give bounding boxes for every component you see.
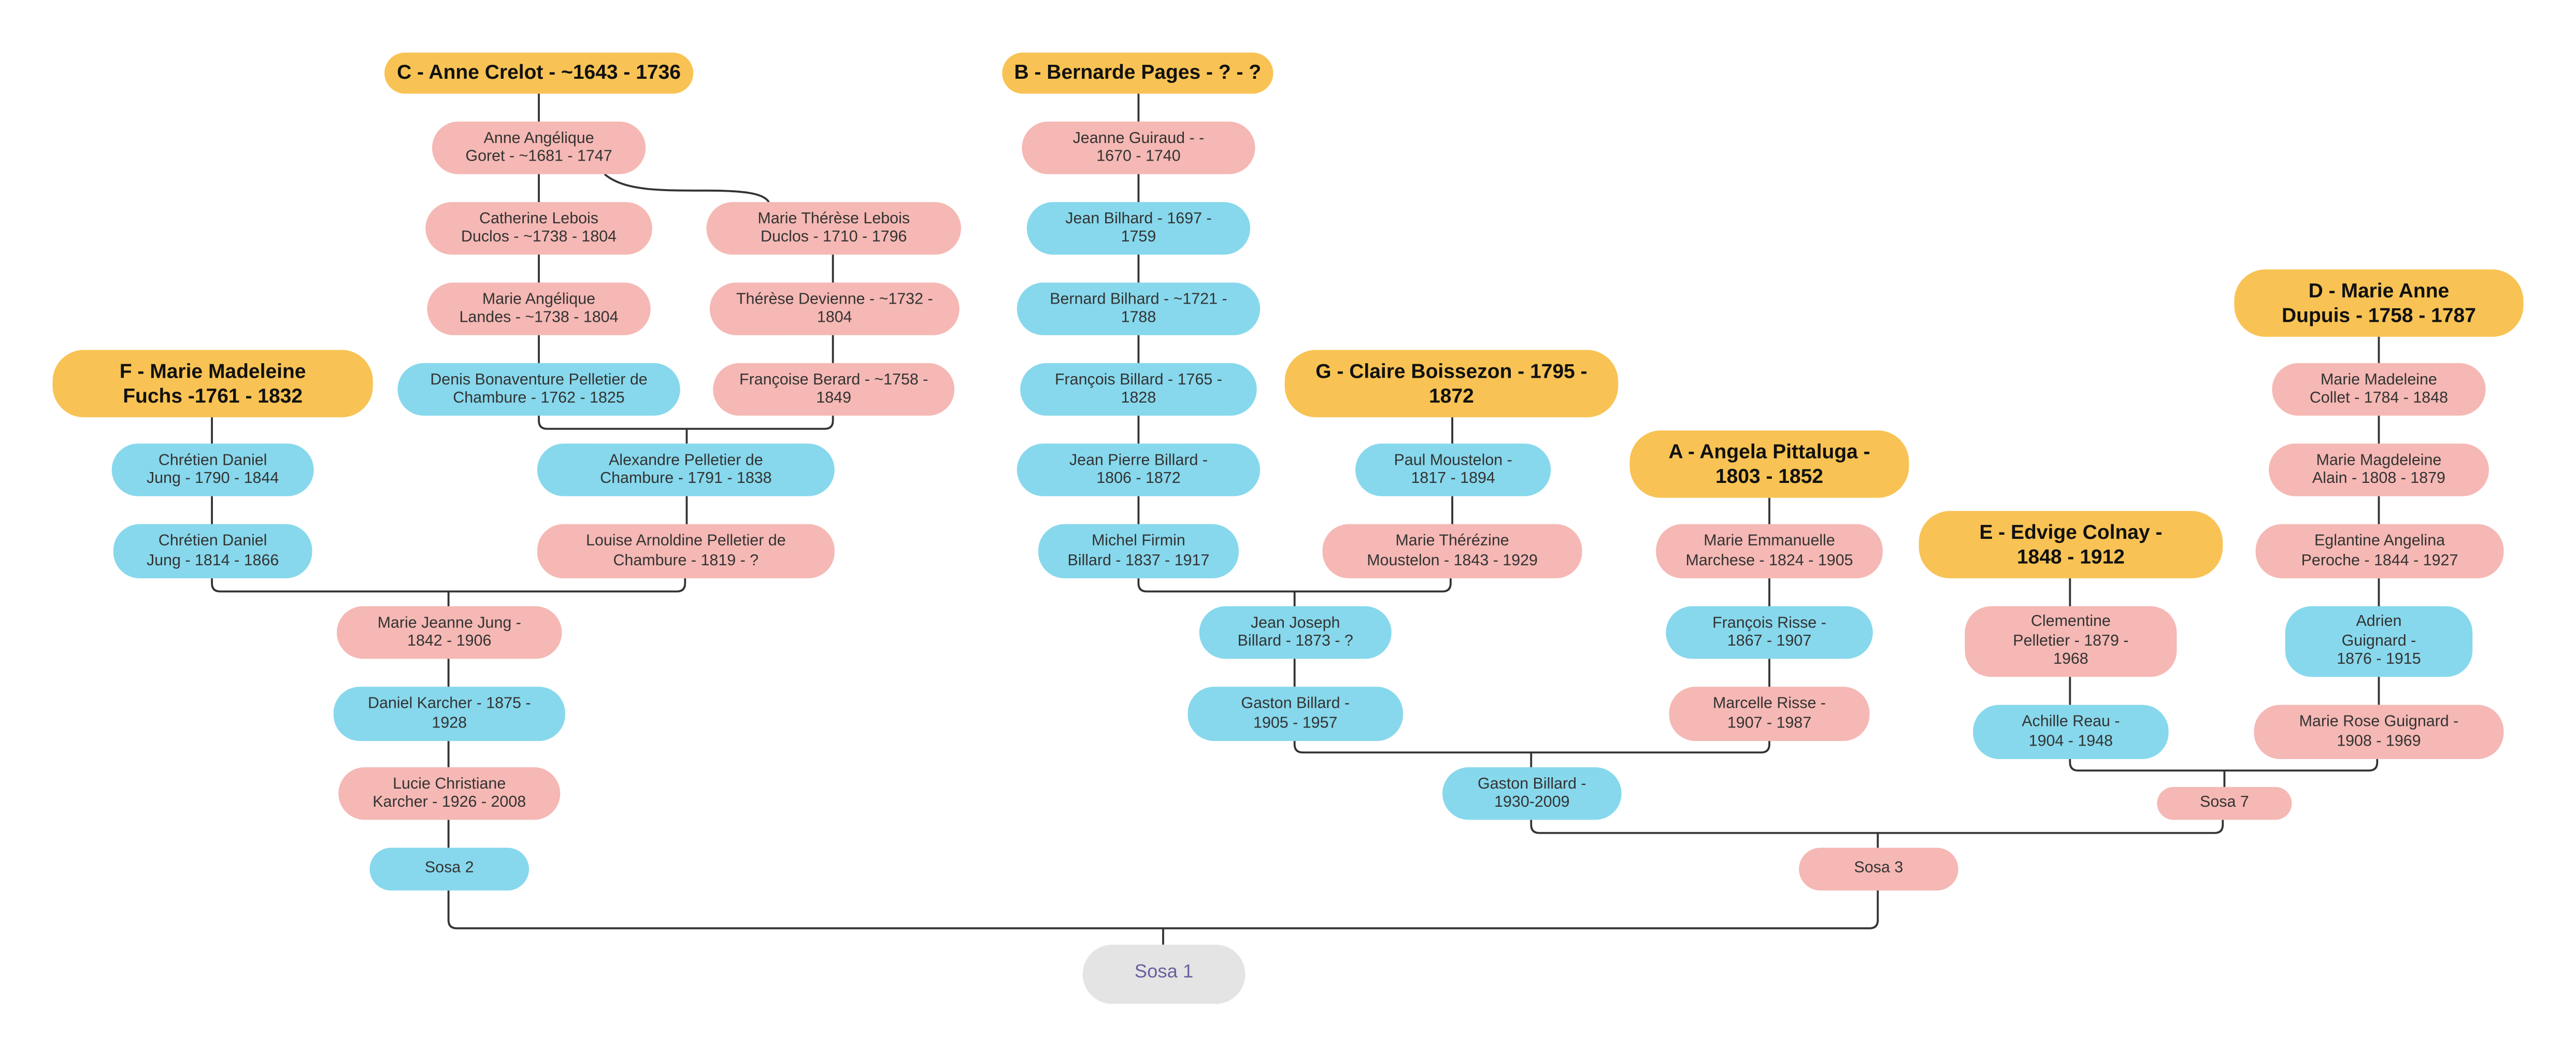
person-anne-angelique-goret[interactable]: Anne Angélique Goret - ~1681 - 1747 — [432, 121, 646, 175]
person-jean-pierre-billard[interactable]: Jean Pierre Billard - 1806 - 1872 — [1017, 444, 1261, 496]
sosa-2-node[interactable]: Sosa 2 — [369, 848, 529, 891]
person-therese-devienne[interactable]: Thérèse Devienne - ~1732 - 1804 — [709, 282, 960, 335]
head-g-node[interactable]: G - Claire Boissezon - 1795 - 1872 — [1284, 350, 1619, 418]
person-marie-madeleine-collet[interactable]: Marie Madeleine Collet - 1784 - 1848 — [2272, 363, 2486, 416]
person-gaston-billard-1930[interactable]: Gaston Billard - 1930-2009 — [1442, 767, 1622, 820]
person-marie-therese-lebois-duclos[interactable]: Marie Thérèse Lebois Duclos - 1710 - 179… — [706, 202, 961, 255]
person-clementine-pelletier[interactable]: Clementine Pelletier - 1879 - 1968 — [1965, 606, 2177, 677]
person-marcelle-risse[interactable]: Marcelle Risse - 1907 - 1987 — [1669, 687, 1870, 741]
person-jean-bilhard[interactable]: Jean Bilhard - 1697 - 1759 — [1026, 202, 1251, 255]
person-gaston-billard-1905[interactable]: Gaston Billard - 1905 - 1957 — [1187, 687, 1403, 741]
person-marie-jeanne-jung[interactable]: Marie Jeanne Jung - 1842 - 1906 — [337, 606, 562, 659]
head-b-node[interactable]: B - Bernarde Pages - ? - ? — [1002, 52, 1273, 94]
person-daniel-karcher[interactable]: Daniel Karcher - 1875 - 1928 — [333, 687, 565, 741]
person-louise-arnoldine-pelletier[interactable]: Louise Arnoldine Pelletier de Chambure -… — [537, 524, 835, 579]
person-michel-firmin-billard[interactable]: Michel Firmin Billard - 1837 - 1917 — [1038, 524, 1239, 579]
head-f-node[interactable]: F - Marie Madeleine Fuchs -1761 - 1832 — [52, 350, 373, 418]
head-a-node[interactable]: A - Angela Pittaluga - 1803 - 1852 — [1629, 430, 1909, 498]
person-achille-reau[interactable]: Achille Reau - 1904 - 1948 — [1973, 705, 2169, 759]
person-francoise-berard[interactable]: Françoise Berard - ~1758 - 1849 — [713, 363, 955, 416]
person-francois-billard[interactable]: François Billard - 1765 - 1828 — [1020, 363, 1257, 416]
person-jeanne-guiraud[interactable]: Jeanne Guiraud - - 1670 - 1740 — [1022, 121, 1255, 175]
person-jean-joseph-billard[interactable]: Jean Joseph Billard - 1873 - ? — [1199, 606, 1392, 659]
person-francois-risse[interactable]: François Risse - 1867 - 1907 — [1666, 606, 1873, 659]
person-marie-angelique-landes[interactable]: Marie Angélique Landes - ~1738 - 1804 — [427, 282, 651, 335]
edge-michel-marie-therezine-couple — [1137, 578, 1452, 593]
sosa-3-node[interactable]: Sosa 3 — [1799, 848, 1958, 891]
edge-chretien2-louise-couple — [211, 578, 686, 593]
sosa-7-node[interactable]: Sosa 7 — [2157, 787, 2292, 820]
person-alexandre-pelletier[interactable]: Alexandre Pelletier de Chambure - 1791 -… — [537, 444, 835, 496]
edge-denis-francoise-couple — [538, 416, 834, 430]
edge-gaston2-sosa7-couple — [1530, 820, 2224, 834]
person-chretien-daniel-jung-1790[interactable]: Chrétien Daniel Jung - 1790 - 1844 — [111, 444, 314, 496]
person-lucie-christiane-karcher[interactable]: Lucie Christiane Karcher - 1926 - 2008 — [338, 767, 561, 820]
person-bernard-bilhard[interactable]: Bernard Bilhard - ~1721 - 1788 — [1017, 282, 1261, 335]
person-denis-bonaventure-pelletier[interactable]: Denis Bonaventure Pelletier de Chambure … — [397, 363, 680, 416]
person-catherine-lebois-duclos[interactable]: Catherine Lebois Duclos - ~1738 - 1804 — [425, 202, 652, 255]
person-eglantine-angelina-peroche[interactable]: Eglantine Angelina Peroche - 1844 - 1927 — [2255, 524, 2504, 579]
edge-gaston1-marcelle-couple — [1293, 741, 1770, 754]
person-adrien-guignard[interactable]: Adrien Guignard - 1876 - 1915 — [2285, 606, 2473, 677]
person-marie-rose-guignard[interactable]: Marie Rose Guignard - 1908 - 1969 — [2254, 705, 2504, 759]
head-d-node[interactable]: D - Marie Anne Dupuis - 1758 - 1787 — [2234, 269, 2524, 337]
person-marie-emmanuelle-marchese[interactable]: Marie Emmanuelle Marchese - 1824 - 1905 — [1656, 524, 1883, 579]
head-e-node[interactable]: E - Edvige Colnay - 1848 - 1912 — [1919, 511, 2223, 579]
head-c-node[interactable]: C - Anne Crelot - ~1643 - 1736 — [384, 52, 694, 94]
sosa-1-root-node[interactable]: Sosa 1 — [1082, 945, 1246, 1004]
edge-achille-marie-rose-couple — [2069, 759, 2379, 772]
person-chretien-daniel-jung-1814[interactable]: Chrétien Daniel Jung - 1814 - 1866 — [113, 524, 312, 579]
person-marie-therezine-moustelon[interactable]: Marie Thérézine Moustelon - 1843 - 1929 — [1322, 524, 1582, 579]
edge-anne-angelique-marie-therese — [604, 173, 770, 203]
edge-sosa2-sosa3-couple — [447, 890, 1879, 930]
person-marie-magdeleine-alain[interactable]: Marie Magdeleine Alain - 1808 - 1879 — [2269, 444, 2489, 496]
person-paul-moustelon[interactable]: Paul Moustelon - 1817 - 1894 — [1355, 444, 1551, 496]
